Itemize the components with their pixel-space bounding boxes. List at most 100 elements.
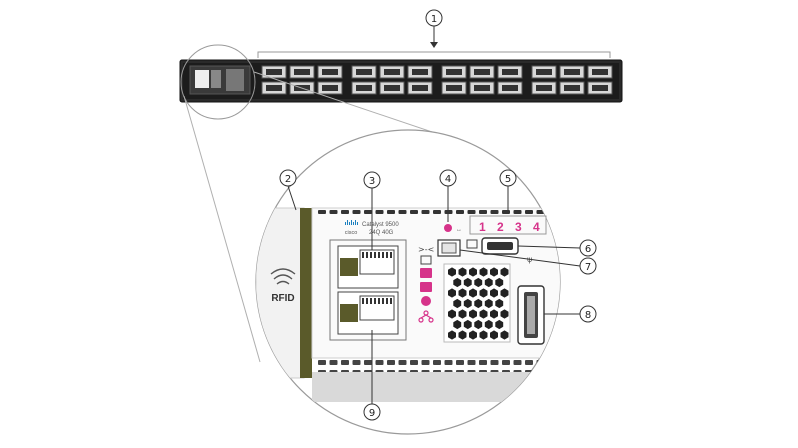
callout-1: 1: [425, 9, 443, 48]
grille-hole: [490, 288, 498, 298]
cisco-logo: [345, 220, 358, 225]
port-number-box: [469, 215, 547, 235]
vent-slot: [490, 360, 499, 365]
grille-hole: [448, 309, 456, 319]
vent-slot: [536, 360, 545, 365]
console-port-icon: [420, 255, 432, 265]
callout-2: 2: [279, 169, 297, 211]
vent-slot: [341, 210, 349, 214]
vent-slot: [398, 210, 407, 214]
pink-icon-s: [420, 268, 432, 278]
grille-hole: [500, 309, 509, 319]
vent-slot: [479, 210, 487, 214]
vent-slot: [433, 360, 441, 365]
grille-hole: [458, 288, 467, 298]
rj45-mgmt-port: [337, 291, 399, 335]
port-number-3: 3: [515, 220, 522, 234]
callout-9: 9: [363, 330, 381, 421]
grille-hole: [469, 267, 477, 277]
vent-slot: [456, 360, 464, 365]
callout-3: 3: [363, 171, 381, 250]
vent-slot: [467, 210, 476, 214]
grille-hole: [495, 277, 504, 288]
grille-hole: [453, 298, 462, 309]
grille-hole: [463, 298, 472, 309]
mgmt-port-frame: [329, 239, 407, 341]
zoom-line-right: [253, 71, 445, 137]
vent-slot: [525, 210, 533, 214]
vent-slot: [479, 360, 487, 365]
vent-slot: [375, 210, 384, 214]
vent-slot: [364, 360, 372, 365]
grille-hole: [469, 309, 477, 319]
callout-6: 6: [517, 239, 597, 257]
callout-7-label: 7: [585, 262, 591, 273]
rfid-label: RFID: [271, 293, 294, 304]
vent-slot: [329, 210, 338, 214]
vent-slot: [341, 360, 349, 365]
grille-hole: [500, 330, 509, 340]
rfid-icon: [270, 268, 296, 285]
grille-hole: [448, 267, 456, 277]
grille-hole: [474, 298, 483, 309]
rj45-console-port: [337, 245, 399, 289]
vent-slot: [444, 360, 453, 365]
vent-slot: [387, 360, 395, 365]
magnifier-small-circle: [180, 44, 256, 120]
grille-hole: [458, 309, 467, 319]
switch-front-panel: [179, 51, 623, 103]
vent-slot: [513, 360, 522, 365]
port-number-4: 4: [533, 220, 540, 234]
grille-hole: [458, 330, 467, 340]
pink-icon-network: [418, 310, 434, 323]
vent-slot: [548, 210, 556, 214]
callout-5-label: 5: [505, 174, 511, 185]
vent-slot: [456, 210, 464, 214]
grille-hole: [479, 330, 488, 340]
grille-hole: [474, 319, 483, 330]
port-number-2: 2: [497, 220, 504, 234]
vent-slot: [559, 360, 560, 365]
callout-1-label: 1: [431, 14, 437, 25]
grille-hole: [490, 309, 498, 319]
grille-hole: [490, 267, 498, 277]
vent-slot: [525, 360, 533, 365]
vent-slot: [410, 210, 418, 214]
callout-3-label: 3: [369, 176, 375, 187]
vent-slot: [410, 360, 418, 365]
callout-6-label: 6: [585, 244, 591, 255]
grille-hole: [484, 277, 493, 288]
grille-hole: [453, 277, 462, 288]
grille-hole: [458, 267, 467, 277]
pink-icon-beacon: [420, 282, 432, 292]
port-number-1: 1: [479, 220, 486, 234]
vent-slot: [502, 360, 510, 365]
grille-hole: [448, 330, 456, 340]
vent-slot: [352, 360, 361, 365]
model-line-1: Catalyst 9500: [362, 222, 399, 228]
vent-slot: [398, 360, 407, 365]
callout-8-label: 8: [585, 310, 591, 321]
grille-hole: [479, 267, 488, 277]
vent-slot: [513, 210, 522, 214]
zoom-detail: RFID cisco Catalyst 9500 24Q 40G: [255, 129, 561, 435]
vent-slot: [375, 360, 384, 365]
qsfp-port-row: [261, 65, 613, 95]
grille-hole: [490, 330, 498, 340]
vent-slot: [318, 210, 326, 214]
callout-9-label: 9: [369, 408, 375, 419]
callout-8: 8: [544, 305, 597, 323]
vent-slot: [364, 210, 372, 214]
vent-slot: [352, 210, 361, 214]
grille-hole: [448, 288, 456, 298]
grille-hole: [463, 319, 472, 330]
vent-slot: [433, 210, 441, 214]
vent-slot: [548, 360, 556, 365]
grille-hole: [469, 330, 477, 340]
pink-icon-fan: [421, 296, 431, 306]
hex-grille-pattern: [448, 267, 509, 340]
vent-slot: [467, 360, 476, 365]
vent-slot: [502, 210, 510, 214]
grille-hole: [479, 309, 488, 319]
callout-7: 7: [459, 249, 597, 275]
